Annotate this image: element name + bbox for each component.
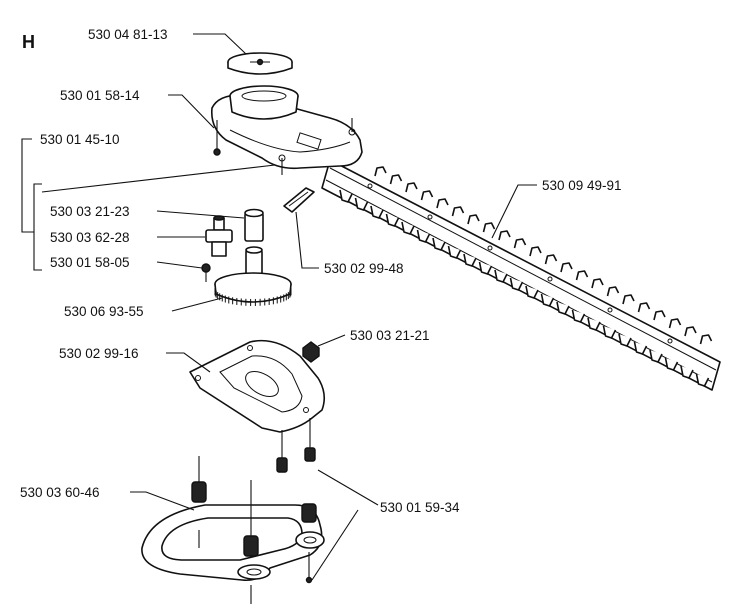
blade-guide <box>283 187 315 213</box>
blade-assembly <box>321 159 721 391</box>
blade-tooth-top <box>622 294 635 305</box>
label-gear-wheel: 530 06 93-55 <box>64 304 144 319</box>
label-handle-bracket: 530 03 60-46 <box>20 485 100 500</box>
blade-tooth-top <box>684 326 697 337</box>
gear-wheel <box>214 246 292 306</box>
blade-tooth <box>339 189 353 203</box>
label-sleeve: 530 03 21-23 <box>50 204 130 219</box>
blade-tooth-top <box>544 254 558 265</box>
blade-tooth-top <box>513 238 527 249</box>
blade-tooth <box>618 333 632 347</box>
plate-screws <box>276 418 316 473</box>
blade-tooth-top <box>374 166 387 177</box>
blade-tooth <box>509 277 524 291</box>
cover-disc <box>227 52 293 75</box>
blade-tooth <box>556 301 570 315</box>
blade-tooth <box>664 357 679 371</box>
label-bracket-kit: 530 01 45-10 <box>40 132 120 147</box>
blade-tooth-top <box>575 270 589 281</box>
label-spacer: 530 03 21-21 <box>350 328 430 343</box>
blade-tooth-top <box>591 278 604 289</box>
blade-tooth <box>602 325 617 339</box>
blade-tooth-top <box>699 334 713 345</box>
blade-tooth-top <box>436 198 449 209</box>
part-labels: 530 04 81-13 530 01 58-14 530 01 45-10 5… <box>20 27 622 515</box>
section-letter: H <box>22 32 35 52</box>
blade-tooth-top <box>498 230 511 241</box>
blade-tooth <box>416 229 431 243</box>
label-guide-plate: 530 02 99-48 <box>324 261 404 276</box>
blade-tooth <box>432 237 446 251</box>
handle-bracket <box>141 456 325 604</box>
cover-plate <box>189 339 326 433</box>
eccentric-shaft <box>205 215 233 257</box>
blade-tooth-top <box>560 262 573 273</box>
blade-tooth-top <box>405 182 418 193</box>
blade-tooth-top <box>637 302 651 313</box>
blade-tooth <box>680 365 694 379</box>
screw-top <box>213 120 221 156</box>
blade-tooth <box>463 253 477 267</box>
blade-tooth <box>633 341 648 355</box>
blade-tooth-top <box>668 318 682 329</box>
blade-tooth <box>540 293 555 307</box>
screw-small <box>201 263 211 282</box>
label-screws-bottom: 530 01 59-34 <box>380 500 460 515</box>
label-screw-small: 530 01 58-05 <box>50 255 130 270</box>
blade-tooth <box>370 205 384 219</box>
blade-tooth-top <box>529 246 542 257</box>
blade-tooth-top <box>653 310 666 321</box>
label-screw-top: 530 01 58-14 <box>60 88 140 103</box>
leader-lines <box>21 33 537 581</box>
label-cover-plate: 530 02 99-16 <box>59 346 139 361</box>
blade-tooth-top <box>482 222 496 233</box>
spacer <box>302 341 320 363</box>
blade-tooth-top <box>420 190 434 201</box>
label-eccentric-shaft: 530 03 62-28 <box>50 230 130 245</box>
bearing-ring <box>229 85 299 120</box>
blade-tooth-top <box>606 286 620 297</box>
blade-tooth <box>401 221 415 235</box>
blade-tooth <box>571 309 586 323</box>
blade-tooth <box>695 373 710 387</box>
blade-tooth <box>494 269 508 283</box>
blade-tooth-top <box>451 206 465 217</box>
blade-tooth <box>354 197 369 211</box>
sleeve <box>244 208 264 242</box>
blade-tooth <box>385 213 400 227</box>
blade-tooth-top <box>389 174 403 185</box>
label-blade: 530 09 49-91 <box>542 178 622 193</box>
blade-tooth <box>587 317 601 331</box>
blade-tooth <box>447 245 462 259</box>
label-cover: 530 04 81-13 <box>88 27 168 42</box>
blade-tooth <box>649 349 663 363</box>
blade-tooth <box>525 285 539 299</box>
blade-tooth <box>478 261 493 275</box>
blade-tooth-top <box>467 214 480 225</box>
